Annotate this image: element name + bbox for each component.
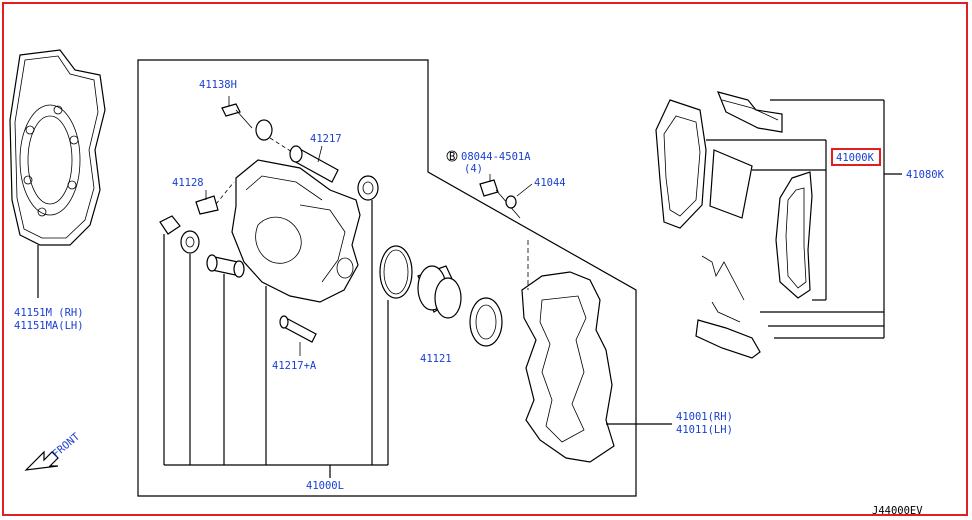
label-41080k: 41080K xyxy=(906,169,945,181)
label-41217a: 41217+A xyxy=(272,360,317,372)
label-08044: 08044-4501A xyxy=(461,151,531,163)
bolt-marker-b: B xyxy=(449,151,455,163)
anti-rattle-spring xyxy=(701,255,745,301)
piston-boot xyxy=(469,297,503,347)
label-41000l: 41000L xyxy=(306,480,344,492)
pad-clip-lower xyxy=(695,301,761,359)
front-arrow-icon xyxy=(24,450,59,471)
label-41000k[interactable]: 41000K xyxy=(836,152,875,164)
bleeder-cap xyxy=(159,215,181,235)
caliper-body xyxy=(231,159,361,303)
label-08044-qty: (4) xyxy=(464,163,483,175)
leader-41080k xyxy=(760,99,902,339)
pin-boot-upper xyxy=(357,175,379,201)
torque-member xyxy=(521,240,615,463)
label-41128: 41128 xyxy=(172,177,204,189)
assembly-outline xyxy=(137,59,637,497)
bleeder-screw xyxy=(221,96,253,129)
mounting-bolt xyxy=(195,181,235,215)
torque-member-bolt xyxy=(479,174,521,219)
washer xyxy=(505,183,533,209)
leader-41000l xyxy=(163,200,389,478)
brake-pad-inner xyxy=(775,171,813,299)
label-41011: 41011(LH) xyxy=(676,424,733,436)
label-front: FRONT xyxy=(50,430,82,460)
label-41151m: 41151M (RH) xyxy=(14,307,84,319)
bolt-marker-circle xyxy=(446,150,458,162)
label-41138h: 41138H xyxy=(199,79,237,91)
piston-seal xyxy=(379,245,413,299)
label-41151ma: 41151MA(LH) xyxy=(14,320,84,332)
dust-shield xyxy=(9,49,106,298)
pin-bushing xyxy=(180,230,200,254)
leader-41000k xyxy=(706,139,827,301)
guide-pin-lower xyxy=(279,315,317,356)
label-41044: 41044 xyxy=(534,177,566,189)
highlight-41000k xyxy=(831,148,881,166)
pad-clip-upper xyxy=(716,91,783,133)
pin-sleeve xyxy=(206,254,245,278)
shim-outer xyxy=(709,149,753,219)
label-41001: 41001(RH) xyxy=(676,411,733,423)
label-41121: 41121 xyxy=(420,353,452,365)
piston xyxy=(417,265,462,319)
label-41217: 41217 xyxy=(310,133,342,145)
guide-pin-upper xyxy=(255,119,339,183)
diagram-code: J44000EV xyxy=(872,505,923,517)
brake-pad-outer xyxy=(655,99,707,229)
